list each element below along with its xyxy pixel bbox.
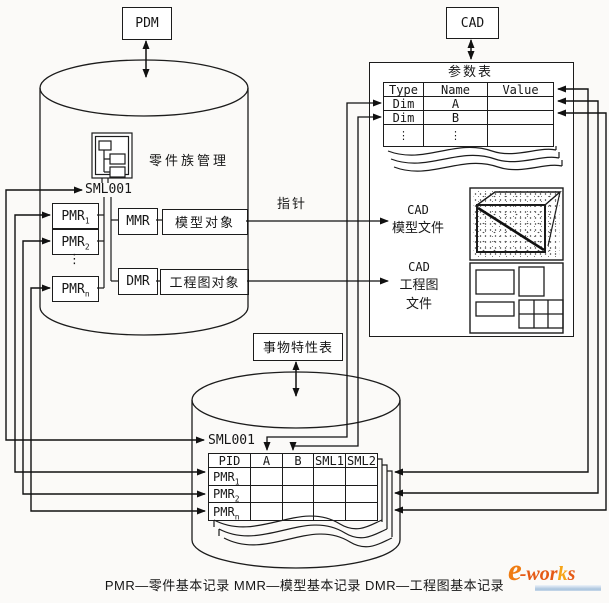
cad-drawing-file-label: CAD 工程图 文件 [391,260,447,311]
cad-drawing-file-line1: CAD [408,260,430,274]
pointer-lines [246,217,389,285]
cell-empty [313,502,346,521]
col-header-a: A [250,453,283,468]
cell-empty [345,502,378,521]
eworks-logo-s: s [567,563,576,585]
drawing-object-node: 工程图对象 [160,269,249,295]
feature-table-node: 事物特性表 [253,333,343,361]
record-table-header-row: PID A B SML1 SML2 [208,453,378,468]
cell-pmrn: PMRn [208,502,251,521]
eworks-logo-e: e [508,552,522,587]
part-family-tree-icon [91,132,133,183]
table-row: Dim B [383,110,554,125]
cell-empty [282,502,314,521]
pmr1-label: PMR1 [61,208,90,226]
table-row: PMRn [208,502,378,521]
cell-empty [282,467,314,486]
cell-name: A [423,96,488,111]
drawing-object-label: 工程图对象 [169,274,240,290]
eworks-logo: e-works [508,552,601,591]
cell-empty [313,467,346,486]
cell-pmr2: PMR2 [208,485,251,503]
cell-type: Dim [383,96,424,111]
mmr-label: MMR [126,214,150,229]
parameter-table-header-row: Type Name Value [383,82,554,97]
record-table: PID A B SML1 SML2 PMR1 PMR2 PMRn [208,453,378,521]
cad-model-file-line1: CAD [407,202,429,217]
eworks-logo-wor: -wor [519,563,558,585]
cad-label: CAD [460,15,485,31]
dmr-node: DMR [118,268,158,295]
pdm-label: PDM [135,16,159,31]
dmr-label: DMR [126,274,150,289]
pmr2-label: PMR2 [61,234,90,252]
cad-model-file-label: CAD 模型文件 [389,203,447,235]
cad-node: CAD [446,7,499,39]
col-header-sml1: SML1 [313,453,346,468]
cell-pmr1: PMR1 [208,467,251,486]
mmr-node: MMR [118,208,158,235]
param-table-title: 参数表 [447,64,493,79]
cell-empty [313,485,346,503]
dimension-link-lines [263,99,382,451]
cad-drawing-file-line2: 工程图 [399,277,439,292]
sml-bottom-label: SML001 [208,433,255,448]
eworks-logo-k: k [557,563,568,585]
cell-empty [250,485,283,503]
cell-type: Dim [383,110,424,125]
col-header-value: Value [487,82,554,97]
eworks-logo-bar [535,585,601,591]
cell-empty [345,485,378,503]
table-row: PMR2 [208,485,378,503]
pmr-ellipsis: ⋮ [68,251,81,266]
cell-ellipsis: ⋮ [423,124,488,147]
table-row: PMR1 [208,467,378,486]
cell-ellipsis: ⋮ [383,124,424,147]
cad-drawing-file-line3: 文件 [405,296,432,311]
pmrn-label: PMRn [61,281,90,299]
model-object-node: 模型对象 [162,209,248,235]
table-row: ⋮ ⋮ [383,124,554,147]
part-family-label: 零件族管理 [149,153,230,168]
parameter-table: Type Name Value Dim A Dim B ⋮ ⋮ [383,82,554,147]
col-header-b: B [282,453,314,468]
cell-value [487,110,554,125]
cell-empty [345,467,378,486]
sml-top-label: SML001 [85,182,132,197]
pdm-node: PDM [122,7,172,40]
table-row: Dim A [383,96,554,111]
col-header-type: Type [383,82,424,97]
feature-table-label: 事物特性表 [262,339,333,355]
pmrn-node: PMRn [52,276,99,302]
col-header-pid: PID [208,453,251,468]
col-header-name: Name [423,82,488,97]
cad-model-thumbnail [473,191,560,257]
cell-value [487,96,554,111]
cell-empty [250,467,283,486]
cell-empty [282,485,314,503]
left-link-lines [5,186,206,515]
col-header-sml2: SML2 [345,453,378,468]
cad-model-file-line2: 模型文件 [391,219,444,235]
cell-value [487,124,554,147]
pmr1-node: PMR1 [52,203,99,229]
pointer-label: 指针 [277,196,308,211]
cell-name: B [423,110,488,125]
model-object-label: 模型对象 [174,214,235,230]
cell-empty [250,502,283,521]
legend-caption: PMR—零件基本记录 MMR—模型基本记录 DMR—工程图基本记录 [104,578,505,593]
